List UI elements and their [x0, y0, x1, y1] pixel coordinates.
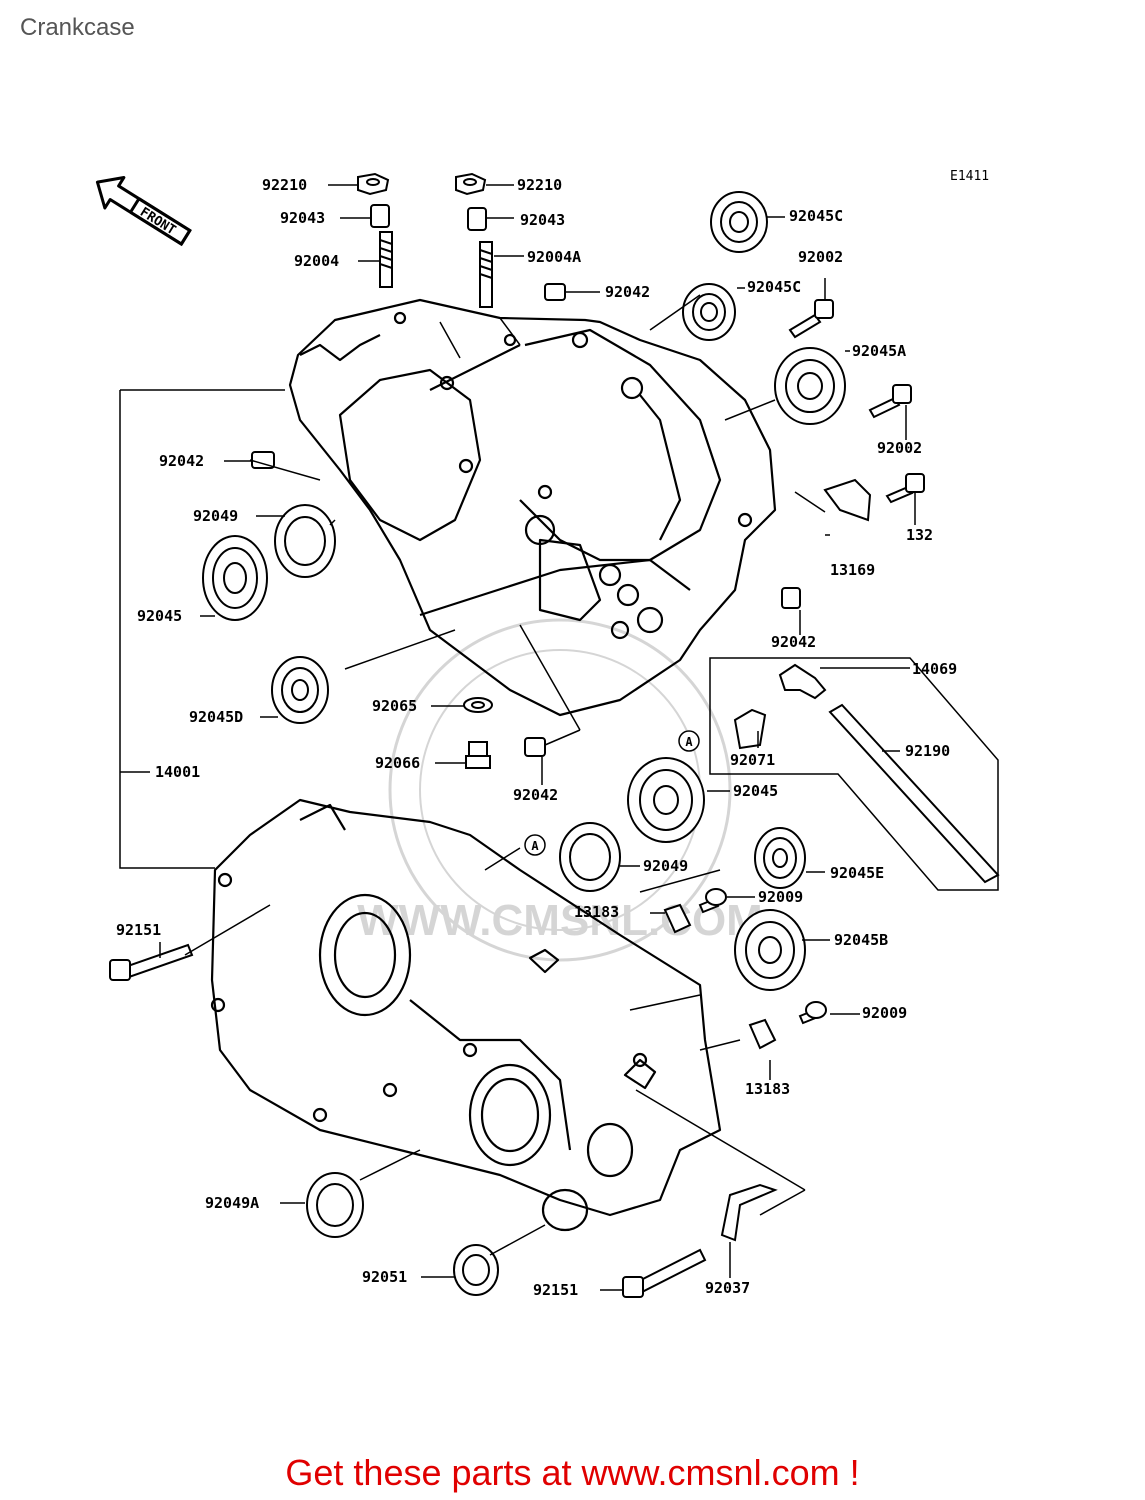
part-label-92210: 92210: [262, 176, 307, 194]
part-label-92190: 92190: [905, 742, 950, 760]
part-label-92042: 92042: [159, 452, 204, 470]
ref-markers: A A: [524, 730, 700, 856]
part-label-92045b: 92045B: [834, 931, 888, 949]
upper-crankcase: [288, 298, 777, 717]
part-label-92210: 92210: [517, 176, 562, 194]
footer-link[interactable]: Get these parts at www.cmsnl.com !: [285, 1452, 860, 1493]
part-label-92009: 92009: [862, 1004, 907, 1022]
svg-text:A: A: [685, 735, 693, 749]
part-label-92071: 92071: [730, 751, 775, 769]
part-label-92042: 92042: [771, 633, 816, 651]
part-label-92049: 92049: [193, 507, 238, 525]
part-label-92009: 92009: [758, 888, 803, 906]
part-label-92045a: 92045A: [852, 342, 906, 360]
svg-text:WWW.CMSNL.COM: WWW.CMSNL.COM: [357, 896, 763, 945]
part-label-13183: 13183: [574, 903, 619, 921]
part-label-92004: 92004: [294, 252, 339, 270]
part-label-132: 132: [906, 526, 933, 544]
part-label-92151: 92151: [116, 921, 161, 939]
part-label-92004a: 92004A: [527, 248, 581, 266]
part-label-92051: 92051: [362, 1268, 407, 1286]
watermark: WWW.CMSNL.COM: [357, 618, 763, 962]
part-label-14001: 14001: [155, 763, 200, 781]
svg-text:A: A: [531, 839, 539, 853]
part-label-92049a: 92049A: [205, 1194, 259, 1212]
parts-diagram: WWW.CMSNL.COM FRONT: [95, 169, 1000, 1299]
part-label-92043: 92043: [520, 211, 565, 229]
diagram-code: E1411: [950, 169, 989, 184]
part-label-92037: 92037: [705, 1279, 750, 1297]
part-label-13169: 13169: [830, 561, 875, 579]
lower-crankcase: [210, 798, 722, 1232]
part-label-92045: 92045: [137, 607, 182, 625]
part-label-14069: 14069: [912, 660, 957, 678]
part-label-92045c: 92045C: [789, 207, 843, 225]
part-label-92045c: 92045C: [747, 278, 801, 296]
front-arrow-icon: FRONT: [95, 175, 192, 247]
part-label-92042: 92042: [513, 786, 558, 804]
part-label-92049: 92049: [643, 857, 688, 875]
part-label-92042: 92042: [605, 283, 650, 301]
part-label-92045d: 92045D: [189, 708, 243, 726]
part-label-92043: 92043: [280, 209, 325, 227]
part-label-92066: 92066: [375, 754, 420, 772]
part-labels: 92210 92043 92004 92210 92043 92004A 92042 9204…: [116, 176, 957, 1299]
part-label-92045: 92045: [733, 782, 778, 800]
part-label-92002: 92002: [798, 248, 843, 266]
part-label-92045e: 92045E: [830, 864, 884, 882]
part-label-13183: 13183: [745, 1080, 790, 1098]
part-label-92002: 92002: [877, 439, 922, 457]
part-label-92065: 92065: [372, 697, 417, 715]
leader-lines: [119, 184, 999, 1291]
part-label-92151: 92151: [533, 1281, 578, 1299]
page-title: Crankcase: [20, 14, 135, 41]
